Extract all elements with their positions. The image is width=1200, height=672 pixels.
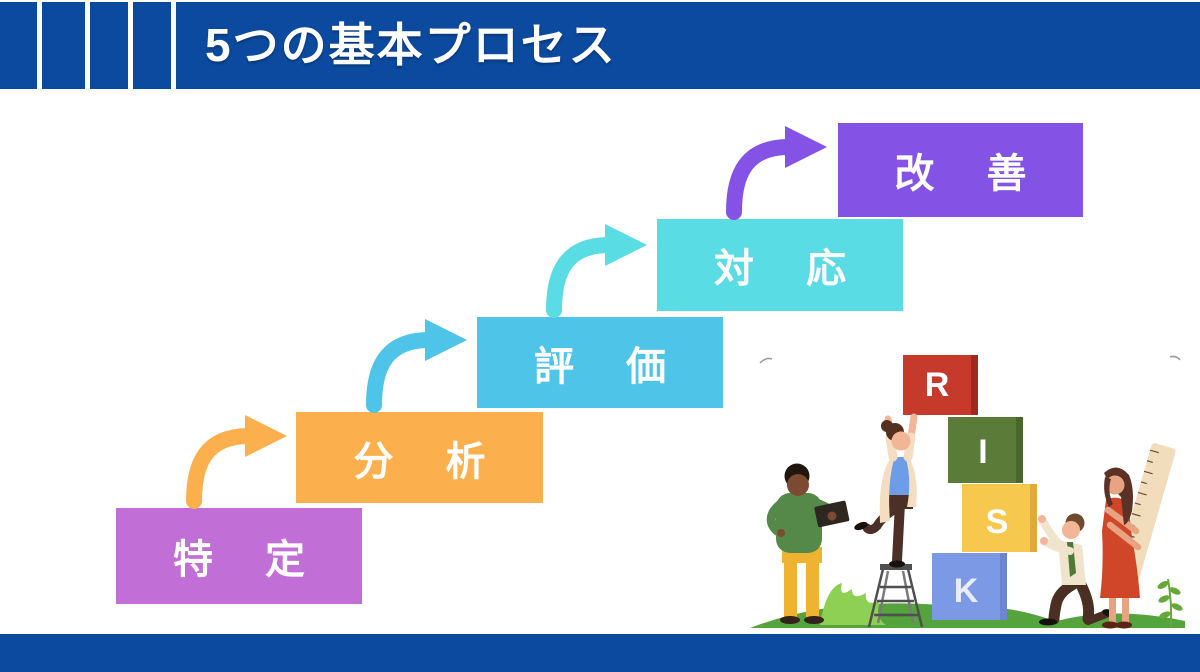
step-box-improve: 改 善 bbox=[838, 123, 1083, 217]
step-label: 特 定 bbox=[173, 538, 311, 582]
decoration-sparkle bbox=[1169, 355, 1181, 361]
curved-arrow-icon bbox=[186, 415, 287, 509]
arrow-head bbox=[785, 126, 827, 168]
step-label: 対 応 bbox=[714, 247, 852, 291]
decoration-sparkle bbox=[759, 357, 773, 364]
step-box-respond: 対 応 bbox=[657, 219, 903, 311]
header-stripe bbox=[37, 2, 42, 89]
block-letter: I bbox=[978, 433, 987, 471]
person-with-tablet bbox=[766, 463, 850, 624]
person-placing-block bbox=[854, 413, 918, 568]
grass-tuft bbox=[820, 583, 886, 625]
curved-arrow-icon bbox=[366, 319, 467, 413]
block-r: R bbox=[903, 355, 978, 415]
arrow-head bbox=[245, 415, 287, 457]
face bbox=[787, 474, 809, 496]
step-label: 分 析 bbox=[353, 439, 492, 484]
curved-arrow-icon bbox=[726, 126, 827, 220]
header-stripe bbox=[128, 2, 133, 89]
step-box-identify: 特 定 bbox=[116, 508, 362, 604]
step-label: 評 価 bbox=[534, 344, 672, 389]
footer-bar bbox=[0, 634, 1200, 672]
block-letter: K bbox=[954, 572, 979, 610]
curved-arrow-icon bbox=[546, 224, 647, 318]
header-bar: 5つの基本プロセス bbox=[0, 2, 1200, 89]
arrow-curve bbox=[546, 237, 615, 318]
plant-sprig bbox=[1157, 578, 1183, 627]
page-title: 5つの基本プロセス bbox=[205, 19, 617, 71]
block-i: I bbox=[948, 417, 1023, 483]
arrow-head bbox=[605, 224, 647, 266]
block-s: S bbox=[962, 484, 1037, 552]
risk-illustration: R I S K bbox=[750, 355, 1185, 629]
arrow-curve bbox=[186, 428, 255, 509]
face bbox=[1062, 521, 1080, 539]
header-stripe bbox=[85, 2, 90, 89]
block-k: K bbox=[932, 553, 1007, 620]
block-letter: R bbox=[925, 366, 950, 404]
arrow-head bbox=[425, 319, 467, 361]
step-box-analyze: 分 析 bbox=[296, 412, 543, 503]
arrow-curve bbox=[366, 332, 435, 413]
header-stripe bbox=[171, 2, 176, 89]
hair-bun bbox=[881, 420, 893, 432]
face bbox=[891, 431, 911, 451]
step-box-evaluate: 評 価 bbox=[477, 317, 723, 408]
arrow-curve bbox=[726, 139, 795, 220]
stepladder bbox=[867, 564, 924, 628]
block-letter: S bbox=[986, 503, 1009, 541]
person-with-ruler bbox=[1100, 443, 1176, 629]
step-label: 改 善 bbox=[894, 152, 1033, 196]
